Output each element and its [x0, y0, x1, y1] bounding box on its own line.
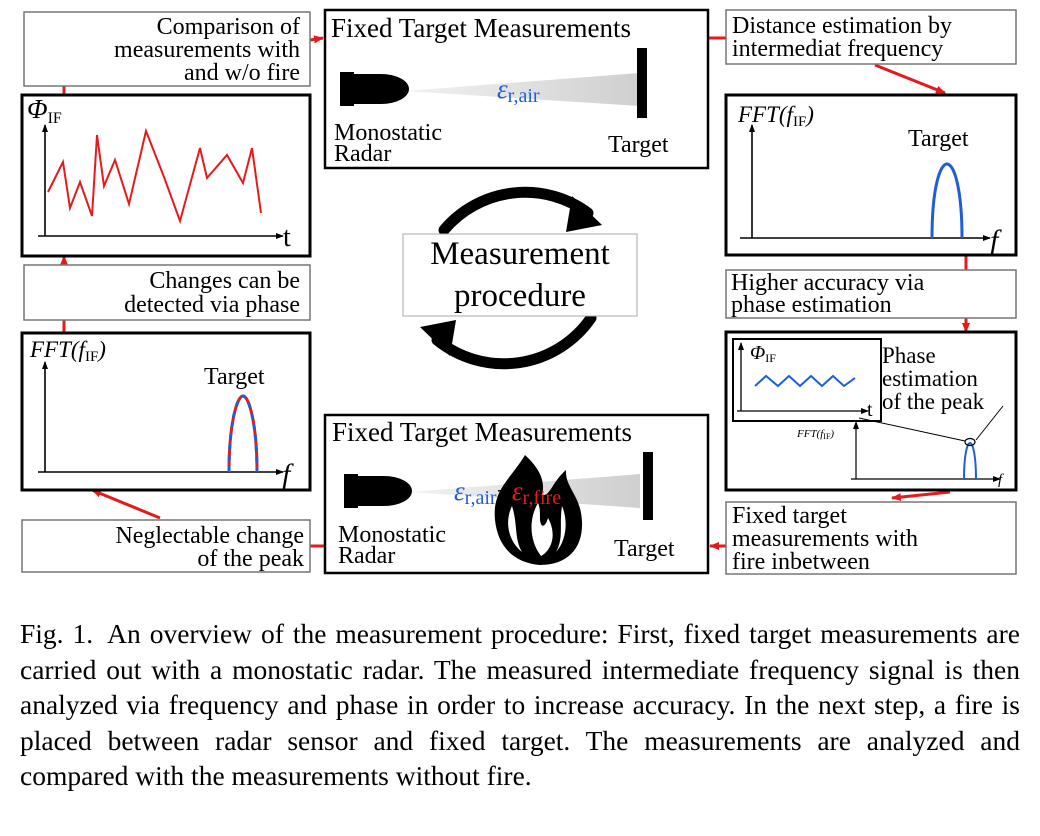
- phase-y-label: ΦIF: [27, 94, 62, 127]
- label-changes: Changes can be detected via phase: [23, 264, 311, 321]
- svg-text:Changes can be: Changes can be: [149, 268, 300, 294]
- label-fire-between: Fixed target measurements with fire inbe…: [725, 501, 1017, 575]
- svg-text:Higher accuracy via: Higher accuracy via: [731, 270, 925, 296]
- bottom-measurement-panel: Fixed Target Measurements εr,air+εr,fire…: [323, 413, 710, 575]
- cycle-arrow-bottom: [431, 312, 597, 370]
- fft-plot-left: FFT(fIF) f Target: [20, 331, 312, 492]
- svg-text:Monostatic: Monostatic: [338, 522, 446, 548]
- inset-phase-signal: [754, 374, 856, 388]
- target-bar: [643, 452, 653, 520]
- svg-text:Radar: Radar: [334, 141, 391, 167]
- procedure-label-box: [402, 233, 638, 317]
- fft-peak: [930, 162, 964, 239]
- svg-text:of the peak: of the peak: [197, 546, 304, 572]
- arrow-distance-to-fft: [874, 63, 946, 95]
- epsilon-air-fire-label: εr,air+εr,fire: [454, 476, 561, 509]
- svg-text:Radar: Radar: [338, 543, 395, 569]
- fft-peak-without-fire: [227, 394, 259, 473]
- bottom-panel-title: Fixed Target Measurements: [332, 417, 632, 447]
- small-fft-peak: [963, 441, 977, 480]
- svg-text:Target: Target: [204, 364, 265, 390]
- svg-text:Target: Target: [608, 132, 669, 158]
- svg-text:measurements with: measurements with: [732, 526, 918, 552]
- phase-x-label: t: [283, 222, 291, 253]
- top-measurement-panel: Fixed Target Measurements εr,air Monosta…: [323, 8, 710, 170]
- label-distance: Distance estimation by intermediat frequ…: [725, 9, 1017, 65]
- fft-plot-top: FFT(fIF) f Target: [724, 93, 1018, 257]
- fire-icon: [494, 455, 583, 565]
- label-neglectable: Neglectable change of the peak: [21, 519, 311, 573]
- arrow-phase-to-fire: [891, 490, 951, 502]
- radar-beam: [405, 73, 640, 106]
- svg-text:FFT(fIF): FFT(fIF): [796, 428, 834, 441]
- caption-text: An overview of the measurement procedure…: [20, 618, 1021, 791]
- svg-text:of the peak: of the peak: [882, 389, 985, 414]
- arrow-neglect-to-fft: [91, 488, 161, 520]
- svg-text:ΦIF: ΦIF: [750, 342, 776, 365]
- arrow-comparison-to-top: [309, 35, 324, 44]
- svg-text:Neglectable change: Neglectable change: [115, 523, 304, 549]
- radar-icon: [344, 474, 412, 508]
- svg-text:FFT(fIF): FFT(fIF): [29, 337, 106, 365]
- svg-text:Phase: Phase: [882, 343, 936, 368]
- svg-text:Target: Target: [614, 536, 675, 562]
- phase-plot: ΦIF t: [20, 93, 312, 258]
- label-comparison: Comparison of measurements with and w/o …: [23, 11, 311, 87]
- label-higher-accuracy: Higher accuracy via phase estimation: [725, 269, 1017, 319]
- cycle-arrow-top: [438, 186, 594, 236]
- svg-text:Distance estimation by: Distance estimation by: [732, 13, 952, 39]
- figure-caption: Fig. 1.An overview of the measurement pr…: [20, 616, 1020, 794]
- svg-text:estimation: estimation: [882, 366, 978, 391]
- svg-text:FFT(fIF): FFT(fIF): [737, 102, 814, 130]
- svg-text:Comparison of: Comparison of: [157, 14, 300, 40]
- phase-estimation-plot: ΦIF t Phase estimation of the peak FFT(f…: [724, 330, 1018, 492]
- svg-text:procedure: procedure: [454, 278, 586, 314]
- svg-text:phase estimation: phase estimation: [731, 292, 892, 318]
- svg-text:f: f: [998, 472, 1004, 488]
- target-bar: [637, 48, 647, 118]
- epsilon-air-label: εr,air: [497, 74, 540, 107]
- procedure-cycle: Measurement procedure: [402, 186, 638, 370]
- procedure-label: Measurement: [430, 236, 610, 272]
- phase-signal: [47, 127, 262, 225]
- svg-text:t: t: [867, 399, 873, 421]
- svg-text:intermediat frequency: intermediat frequency: [732, 36, 943, 62]
- svg-text:measurements with: measurements with: [114, 37, 300, 63]
- top-panel-title: Fixed Target Measurements: [331, 13, 631, 43]
- figure-label: Fig. 1.: [20, 618, 94, 649]
- svg-text:detected via phase: detected via phase: [124, 292, 300, 318]
- svg-text:Target: Target: [908, 126, 969, 152]
- peak-zoom-marker: [964, 437, 976, 447]
- svg-text:Fixed target: Fixed target: [732, 503, 847, 529]
- svg-text:and w/o fire: and w/o fire: [184, 60, 300, 86]
- radar-icon: [340, 72, 409, 106]
- svg-text:Monostatic: Monostatic: [334, 120, 442, 146]
- procedure-diagram: Comparison of measurements with and w/o …: [20, 8, 1018, 575]
- svg-text:fire inbetween: fire inbetween: [732, 549, 870, 575]
